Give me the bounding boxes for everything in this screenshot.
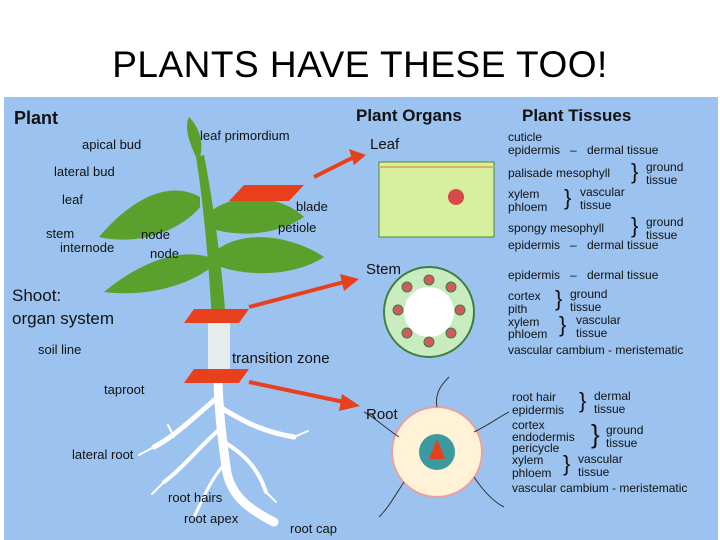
stem-dash: – [570,269,577,281]
root-cut-plane [184,369,249,383]
stem-cortex: cortex [508,290,541,302]
slide-title: PLANTS HAVE THESE TOO! [0,44,720,86]
leaf-tissue2: tissue [580,199,611,211]
stem-tissue2: tissue [576,327,607,339]
label-apical-bud: apical bud [82,138,141,151]
arrow-to-leaf [349,149,366,165]
organ-leaf: Leaf [370,137,399,152]
organ-stem: Stem [366,262,401,277]
leaf-palisade: palisade mesophyll [508,167,610,179]
stem [196,155,226,322]
stem-ground: ground [570,288,607,300]
stem-phloem: phloem [508,328,547,340]
leaf-cross-section [379,162,494,237]
label-shoot: Shoot: [12,287,61,304]
brace-stem-vascular: } [559,314,566,336]
root-root-hair: root hair [512,391,556,403]
leaf-dermal-tissue-bottom: dermal tissue [587,239,658,251]
stem-cut-plane [184,309,249,323]
label-organ-system: organ system [12,310,114,327]
root-tissue3: tissue [578,466,609,478]
label-root-hairs: root hairs [168,491,222,504]
stem-dermal-tissue: dermal tissue [587,269,658,281]
heading-plant: Plant [14,109,58,127]
stem-tissue1: tissue [570,301,601,313]
label-leaf-primordium: leaf primordium [200,129,290,142]
brace-root-vascular: } [563,453,570,475]
leaf-xylem: xylem [508,188,539,200]
brace-root-dermal: } [579,390,586,412]
leaf-dash-bottom: – [570,239,577,251]
label-taproot: taproot [104,383,144,396]
root-xylem: xylem [512,454,543,466]
organ-root: Root [366,407,398,422]
root-ground: ground [606,424,643,436]
brace-stem-ground: } [555,288,562,310]
root-phloem: phloem [512,467,551,479]
stem-cambium: vascular cambium - meristematic [508,344,683,356]
stem-below-soil [208,317,230,377]
heading-plant-organs: Plant Organs [356,107,462,124]
leaf-cuticle: cuticle [508,131,542,143]
label-root-apex: root apex [184,512,238,525]
label-stem: stem [46,227,74,240]
leaf-cut-plane [229,185,304,201]
brace-leaf-vascular: } [564,187,571,209]
leaf-epidermis-top: epidermis [508,144,560,156]
root-cambium: vascular cambium - meristematic [512,482,687,494]
arrow-to-stem [340,274,359,291]
label-leaf: leaf [62,193,83,206]
leaf-dash-top: – [570,144,577,156]
leaf-right-lower [214,237,324,273]
leaf-vein [448,189,464,205]
label-root-cap: root cap [290,522,337,535]
stem-vascular: vascular [576,314,621,326]
label-blade: blade [296,200,328,213]
label-node-lower: node [150,247,179,260]
leaf-epidermis-bottom: epidermis [508,239,560,251]
root-dermal: dermal [594,390,631,402]
leaf-phloem: phloem [508,201,547,213]
brace-leaf-ground1: } [631,161,638,183]
stem-pith: pith [508,303,527,315]
stem-pith [404,287,454,337]
brace-root-ground: } [591,421,600,447]
brace-leaf-ground2: } [631,215,638,237]
label-node-upper: node [141,228,170,241]
leaf-ground2: ground [646,216,683,228]
root-epidermis: epidermis [512,404,564,416]
stem-epidermis: epidermis [508,269,560,281]
leaf-ground1: ground [646,161,683,173]
root-system [139,372,308,522]
leaf-dermal-tissue-top: dermal tissue [587,144,658,156]
label-soil-line: soil line [38,343,81,356]
leaf-spongy: spongy mesophyll [508,222,604,234]
label-petiole: petiole [278,221,316,234]
leaf-vascular: vascular [580,186,625,198]
root-tissue2: tissue [606,437,637,449]
label-lateral-bud: lateral bud [54,165,115,178]
label-internode: internode [60,241,114,254]
root-tissue1: tissue [594,403,625,415]
leaf-tissue1: tissue [646,174,677,186]
arrow-to-root [339,394,360,411]
label-lateral-root: lateral root [72,448,133,461]
root-vascular: vascular [578,453,623,465]
label-transition-zone: transition zone [232,351,330,366]
plant-organs-diagram: Plant Plant Organs Plant Tissues leaf pr… [4,97,718,540]
heading-plant-tissues: Plant Tissues [522,107,631,124]
